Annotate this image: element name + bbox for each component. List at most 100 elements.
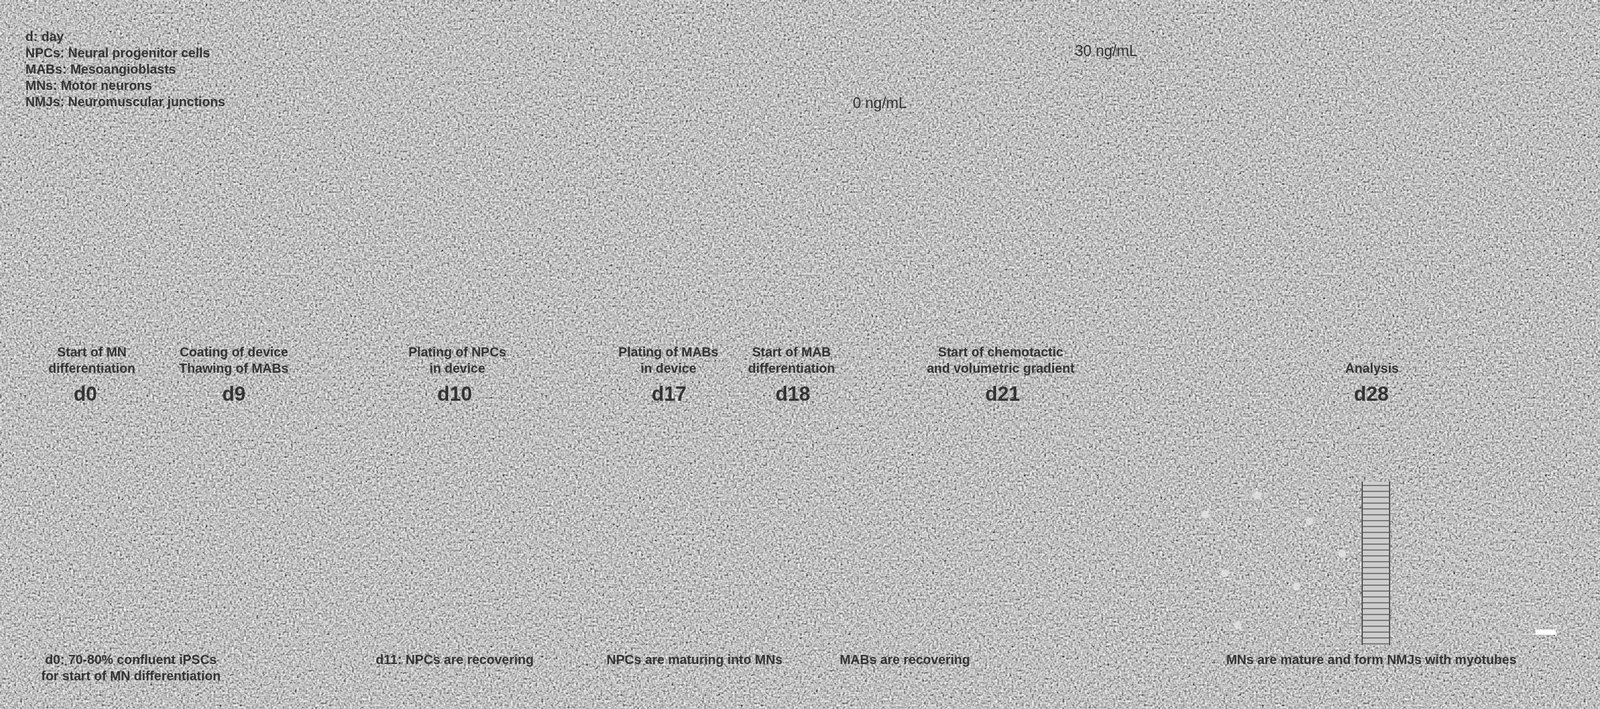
micrograph-part xyxy=(779,481,782,645)
micrograph-part xyxy=(1362,481,1390,645)
micrograph-part xyxy=(39,495,195,621)
micrograph-part xyxy=(1535,629,1556,635)
device-zoom-panel-part xyxy=(1285,206,1322,242)
micrograph-part xyxy=(780,481,812,645)
device-schematic-part xyxy=(304,268,361,327)
micrograph-panel: d11: NPCs are recovering xyxy=(357,481,552,645)
device-zoom-panel-part xyxy=(927,153,964,189)
micrograph-caption: MABs are recovering xyxy=(820,651,990,668)
device-schematic-part-part xyxy=(226,222,276,226)
abbreviation-key: MABs: Mesoangioblasts xyxy=(25,61,176,78)
device-zoom-panel-part xyxy=(1285,153,1322,189)
timeline-part xyxy=(122,415,133,436)
device-zoom-panel-part xyxy=(1285,259,1322,296)
device-zoom-panel-part xyxy=(386,127,429,185)
timepoint-description: Analysis xyxy=(1345,360,1399,377)
device-zoom-panel-part xyxy=(908,117,1104,327)
timeline-part-part xyxy=(792,425,987,482)
micrograph-part-part xyxy=(706,501,714,509)
device-zoom-panel-part xyxy=(1315,168,1389,278)
concentration-label: 30 ng/mL xyxy=(1074,41,1138,61)
micrograph-part-part xyxy=(1257,495,1343,554)
device-zoom-panel-part xyxy=(399,200,438,257)
micrograph-part xyxy=(833,495,965,613)
micrograph-caption: NPCs are maturing into MNs xyxy=(596,651,793,668)
device-zoom-panel-part xyxy=(360,117,556,327)
device-zoom-panel-part-part xyxy=(1086,214,1093,224)
device-schematic-part-part xyxy=(226,217,276,221)
device-zoom-panel-part-part xyxy=(1071,278,1077,287)
micrograph-part-part xyxy=(388,505,394,511)
day-label: d17 xyxy=(651,381,686,408)
device-zoom-panel-part-part xyxy=(1053,263,1059,272)
device-schematic-part xyxy=(198,188,305,269)
micrograph-panel: MNs are mature and form NMJs with myotub… xyxy=(1176,481,1563,645)
micrograph-part xyxy=(36,481,233,645)
day-label: d18 xyxy=(775,381,810,408)
micrograph-part-part xyxy=(1394,615,1538,642)
micrograph-part xyxy=(953,629,974,635)
micrograph-part-part xyxy=(1394,534,1561,564)
device-zoom-panel-part xyxy=(1398,235,1427,318)
micrograph-part-part xyxy=(1394,566,1561,597)
device-schematic-part-part xyxy=(226,212,276,215)
micrograph-part xyxy=(810,481,812,645)
device-schematic-part xyxy=(275,183,305,279)
micrograph-part-part xyxy=(76,542,120,604)
timepoint-description: Plating of MABs in device xyxy=(614,343,723,377)
device-zoom-panel-part xyxy=(633,117,830,327)
micrograph-part-part xyxy=(1224,573,1363,613)
micrograph-part xyxy=(622,501,759,629)
micrograph-panel: d0: 70-80% confluent iPSCs for start of … xyxy=(36,481,233,645)
micrograph-part xyxy=(1205,495,1363,613)
micrograph-part xyxy=(517,629,536,635)
device-zoom-panel-part xyxy=(957,168,1031,278)
timepoint-description: Start of chemotactic and volumetric grad… xyxy=(925,343,1076,377)
device-schematic-part-part xyxy=(226,243,276,247)
micrograph-part-part xyxy=(1394,501,1561,531)
device-zoom-panel xyxy=(360,117,556,327)
device-zoom-panel-part-part xyxy=(1078,246,1085,255)
figure-border xyxy=(14,14,1585,700)
micrograph-part xyxy=(1394,485,1561,642)
device-zoom-panel-part xyxy=(981,160,1030,271)
micrograph-part-part xyxy=(39,495,86,529)
day-label: d0 xyxy=(73,381,98,408)
device-zoom-panel-part-part xyxy=(1051,226,1058,235)
timeline-part-part xyxy=(1371,425,1563,482)
device-schematic-part-part xyxy=(226,238,276,242)
device-schematic-part-part xyxy=(226,233,276,236)
timeline-part-part xyxy=(1176,425,1372,482)
timeline-part-part xyxy=(1370,413,1372,444)
day-label: d9 xyxy=(222,381,246,408)
micrograph-panel: NPCs are maturing into MNsMABs are recov… xyxy=(598,481,987,645)
micrograph-part-part xyxy=(846,586,880,613)
timeline-part-part xyxy=(357,443,455,482)
micrograph-part-part xyxy=(661,544,668,550)
device-zoom-panel-part xyxy=(1266,117,1462,327)
micrograph-part-part xyxy=(622,511,629,518)
concentration-label: 0 ng/mL xyxy=(852,93,907,113)
micrograph-part xyxy=(357,481,552,645)
timeline-part-part xyxy=(84,413,86,444)
device-zoom-panel-part xyxy=(770,228,792,277)
device-schematic-part xyxy=(187,183,227,279)
timeline-part-part xyxy=(598,425,793,482)
device-zoom-panel-part-part xyxy=(1048,288,1055,298)
device-zoom-panel-part xyxy=(664,197,701,233)
micrograph-caption: d0: 70-80% confluent iPSCs for start of … xyxy=(36,651,226,685)
timeline-part-part xyxy=(480,425,552,482)
micrograph-part xyxy=(388,505,511,609)
device-zoom-panel-part xyxy=(360,117,556,327)
abbreviation-key: NMJs: Neuromuscular junctions xyxy=(25,93,226,111)
micrograph-part xyxy=(1361,481,1363,645)
micrograph xyxy=(598,481,987,645)
device-zoom-panel-part xyxy=(766,133,791,183)
timeline-part-part xyxy=(233,413,235,444)
timeline-part-part xyxy=(454,413,456,444)
micrograph-part-part xyxy=(753,531,759,537)
device-schematic-part-part xyxy=(226,254,276,257)
device-zoom-panel-part xyxy=(1388,143,1438,288)
micrograph-part-part xyxy=(739,583,746,590)
device-schematic-part xyxy=(304,117,361,189)
